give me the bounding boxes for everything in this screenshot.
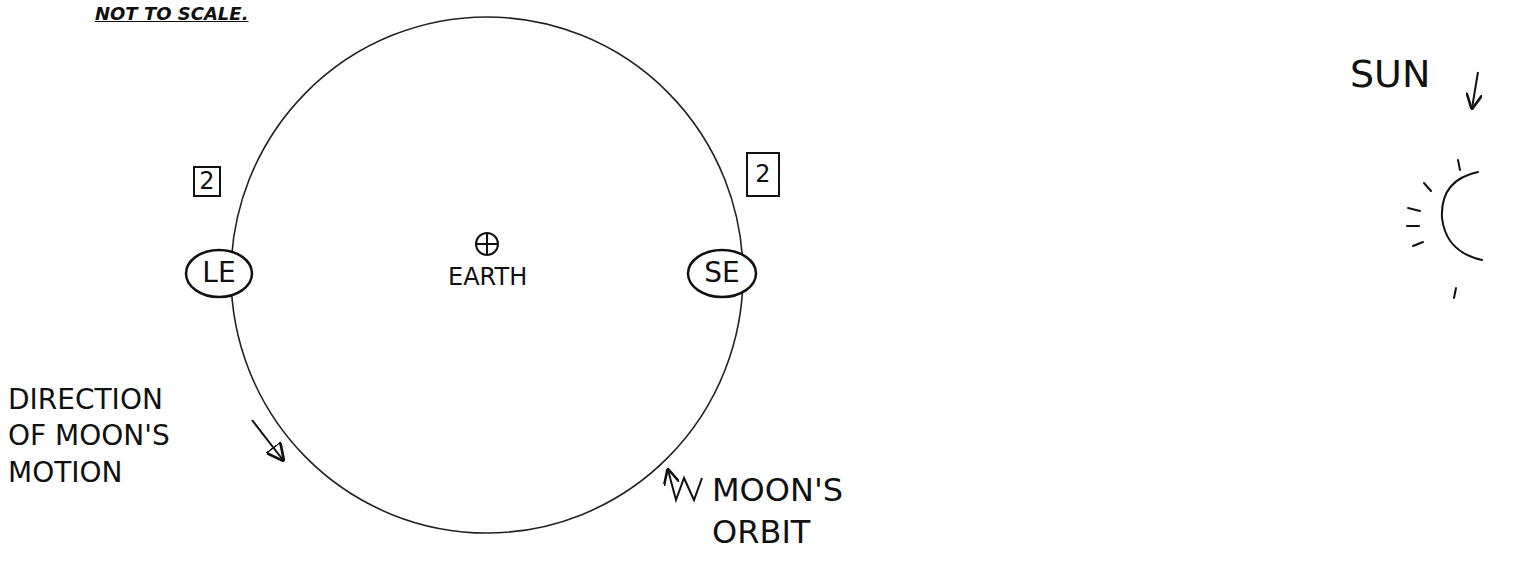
orbit-label: MOON'S ORBIT <box>712 470 912 553</box>
sun-label: SUN <box>1350 50 1430 99</box>
earth-label: EARTH <box>448 262 527 293</box>
oval-line <box>186 250 252 297</box>
eclipse-oval: SE <box>686 248 758 299</box>
motion-arrow <box>252 420 283 460</box>
eclipse-oval: LE <box>184 248 254 299</box>
score-box: 2 <box>746 152 780 197</box>
label-text: EARTH <box>448 263 527 291</box>
label-text: NOT TO SCALE. <box>95 3 248 24</box>
node-text: SE <box>704 258 739 289</box>
node-text: 2 <box>755 161 770 187</box>
node-text: LE <box>202 258 235 289</box>
label-text: SUN <box>1350 52 1430 96</box>
node-text: 2 <box>199 168 214 194</box>
label-text: MOON'S ORBIT <box>712 471 843 551</box>
sun-symbol <box>1407 160 1482 298</box>
moon-orbit <box>231 17 743 533</box>
motion-label: DIRECTION OF MOON'S MOTION <box>8 382 208 491</box>
scale-note: NOT TO SCALE. <box>95 2 248 25</box>
earth-symbol <box>476 233 498 255</box>
oval-line <box>688 250 756 297</box>
orbit-pointer <box>668 470 702 500</box>
sun-pointer <box>1472 72 1478 108</box>
label-text: DIRECTION OF MOON'S MOTION <box>8 383 170 489</box>
score-box: 2 <box>193 166 221 197</box>
